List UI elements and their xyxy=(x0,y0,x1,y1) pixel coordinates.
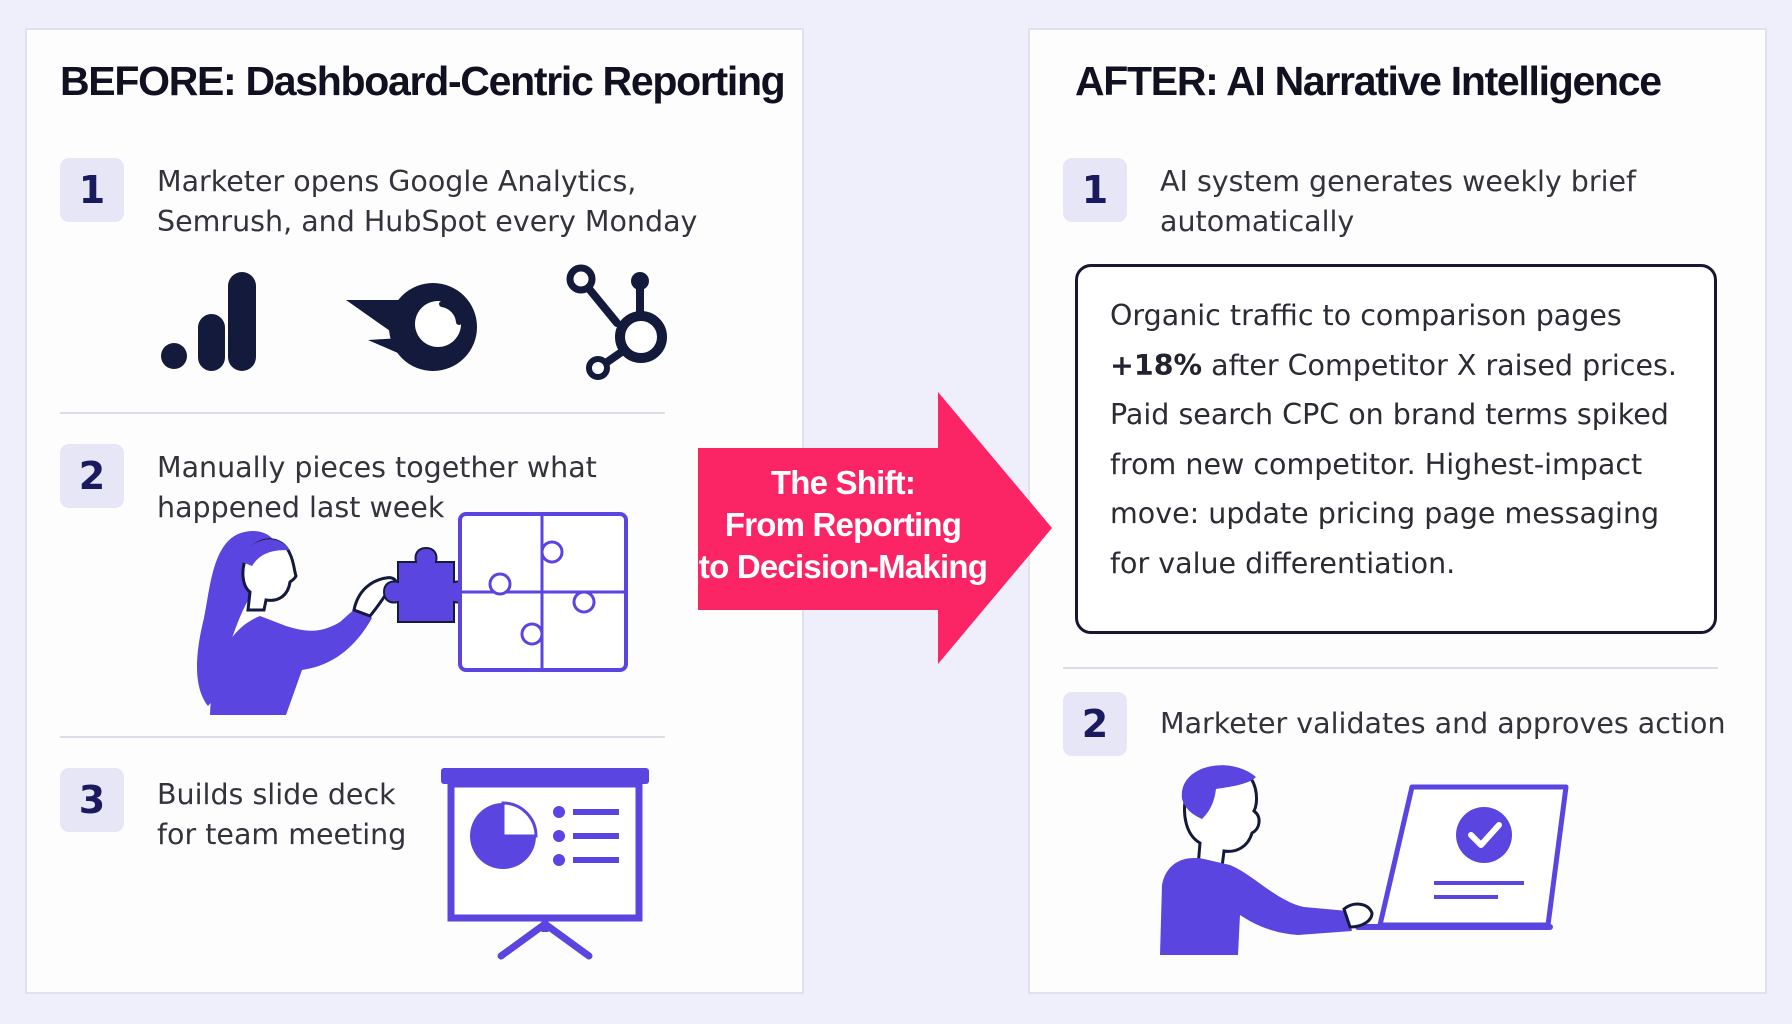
brief-highlight-value: +18% xyxy=(1110,348,1203,382)
shift-label-line-3: to Decision-Making xyxy=(698,548,988,585)
woman-puzzle-illustration xyxy=(197,512,628,715)
before-step-1-line-1: Marketer opens Google Analytics, xyxy=(157,165,637,198)
hubspot-icon xyxy=(566,264,667,380)
after-step-2-text: Marketer validates and approves action xyxy=(1160,704,1726,744)
after-step-1-text: AI system generates weekly brief automat… xyxy=(1160,162,1636,242)
weekly-brief-text: Organic traffic to comparison pages +18%… xyxy=(1110,291,1710,588)
before-step-3-line-1: Builds slide deck xyxy=(157,778,396,811)
shift-label: The Shift: From Reporting to Decision-Ma… xyxy=(698,462,988,588)
before-divider-2 xyxy=(60,736,665,738)
before-step-1-text: Marketer opens Google Analytics, Semrush… xyxy=(157,162,697,242)
before-step-1-line-2: Semrush, and HubSpot every Monday xyxy=(157,205,698,238)
before-step-2-line-2: happened last week xyxy=(157,491,445,524)
brief-line-3: Paid search CPC on brand terms spiked xyxy=(1110,398,1669,431)
after-title: AFTER: AI Narrative Intelligence xyxy=(1075,58,1662,104)
after-step-badge-1: 1 xyxy=(1063,158,1127,222)
before-step-3-text: Builds slide deck for team meeting xyxy=(157,775,406,855)
before-step-2-line-1: Manually pieces together what xyxy=(157,451,597,484)
step-badge-2: 2 xyxy=(60,444,124,508)
shift-arrow-shape xyxy=(698,392,1052,664)
man-laptop-checkmark-illustration xyxy=(1160,765,1569,955)
after-divider xyxy=(1063,667,1718,669)
semrush-icon xyxy=(346,283,477,371)
before-divider-1 xyxy=(60,412,665,414)
google-analytics-icon xyxy=(161,272,256,371)
brief-line-4: from new competitor. Highest-impact xyxy=(1110,447,1643,481)
after-step-1-line-2: automatically xyxy=(1160,205,1355,238)
before-panel xyxy=(25,28,804,994)
before-step-3-line-2: for team meeting xyxy=(157,818,407,851)
brief-line-1: Organic traffic to comparison pages xyxy=(1110,299,1622,332)
after-step-1-line-1: AI system generates weekly brief xyxy=(1160,165,1637,198)
step-badge-1: 1 xyxy=(60,158,124,222)
shift-label-line-1: The Shift: xyxy=(770,464,916,501)
presentation-easel-icon xyxy=(441,768,649,960)
before-title: BEFORE: Dashboard-Centric Reporting xyxy=(60,58,786,104)
brief-line-2: after Competitor X raised prices. xyxy=(1202,348,1677,382)
weekly-brief-card: Organic traffic to comparison pages +18%… xyxy=(1075,264,1717,634)
before-step-2-text: Manually pieces together what happened l… xyxy=(157,448,597,528)
shift-arrow-path xyxy=(698,392,1052,664)
brief-line-6: for value differentiation. xyxy=(1110,546,1456,580)
after-step-2-line-1: Marketer validates and approves action xyxy=(1160,707,1726,740)
after-step-badge-2: 2 xyxy=(1063,692,1127,756)
step-badge-3: 3 xyxy=(60,768,124,832)
brief-line-5: move: update pricing page messaging xyxy=(1110,497,1660,530)
shift-label-line-2: From Reporting xyxy=(724,506,962,543)
